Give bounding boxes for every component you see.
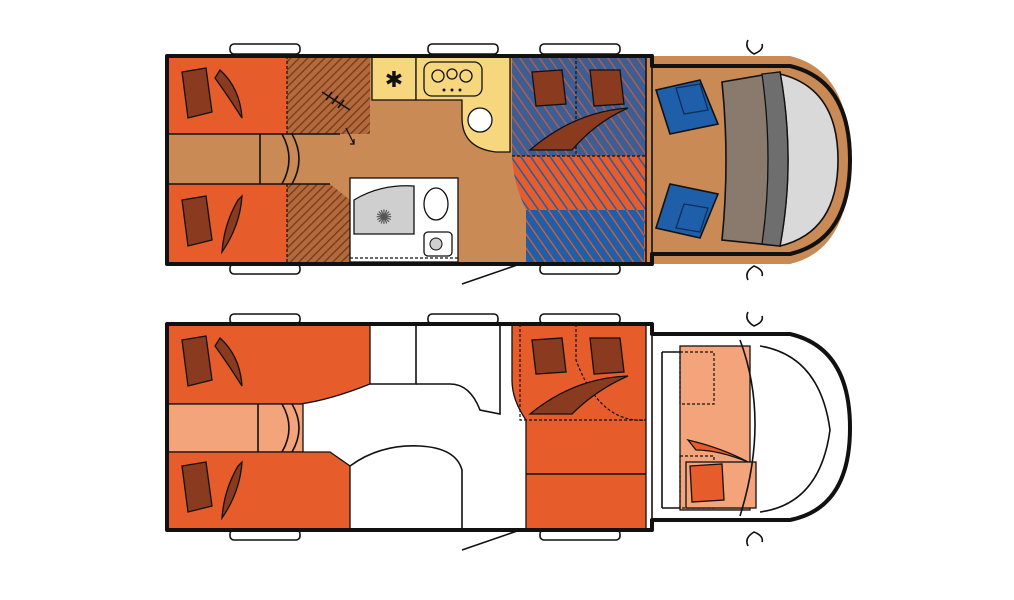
bed-extension (166, 403, 304, 453)
ladder-icon (321, 91, 351, 111)
sink-icon (467, 107, 493, 133)
cab (661, 351, 680, 509)
mirror-top (746, 39, 764, 55)
wheel-front-top (539, 43, 621, 55)
toilet-icon (423, 187, 449, 221)
dinette-seat-back (526, 210, 644, 264)
pillow-icon (528, 69, 629, 151)
rear-bed-right-ext (287, 184, 350, 264)
mirror-top (746, 311, 764, 327)
pillow-icon (528, 337, 629, 415)
pillow-icon (181, 335, 243, 387)
wheel-rear-top (229, 43, 301, 55)
mirror-bottom (746, 265, 764, 281)
wheel-mid-top (427, 43, 499, 55)
shower-icon: ✺ (376, 205, 393, 229)
body-outline (165, 54, 852, 266)
arrow-icon (345, 127, 355, 145)
wardrobe (370, 323, 417, 385)
bathroom (349, 445, 463, 530)
windscreen (779, 72, 839, 248)
entrance-door (461, 263, 521, 285)
mirror-bottom (746, 531, 764, 547)
pillow-icon (686, 438, 749, 503)
shower-tray (353, 185, 415, 235)
pillow-icon (181, 460, 243, 521)
step (259, 133, 300, 185)
body-outline (165, 322, 852, 532)
rear-bed-left-ext (287, 56, 370, 134)
day-layout: ✱ ✺ (165, 39, 852, 285)
entrance-door (461, 529, 521, 551)
night-layout (165, 311, 852, 551)
middle-bed (511, 323, 647, 531)
hob-icon (423, 61, 483, 97)
kitchen-unit (416, 324, 501, 415)
pillow-icon (181, 67, 243, 119)
seat-icon (654, 183, 720, 239)
pillow-icon (181, 194, 243, 255)
seat-icon (654, 79, 720, 135)
snowflake-icon: ✱ (385, 68, 403, 93)
